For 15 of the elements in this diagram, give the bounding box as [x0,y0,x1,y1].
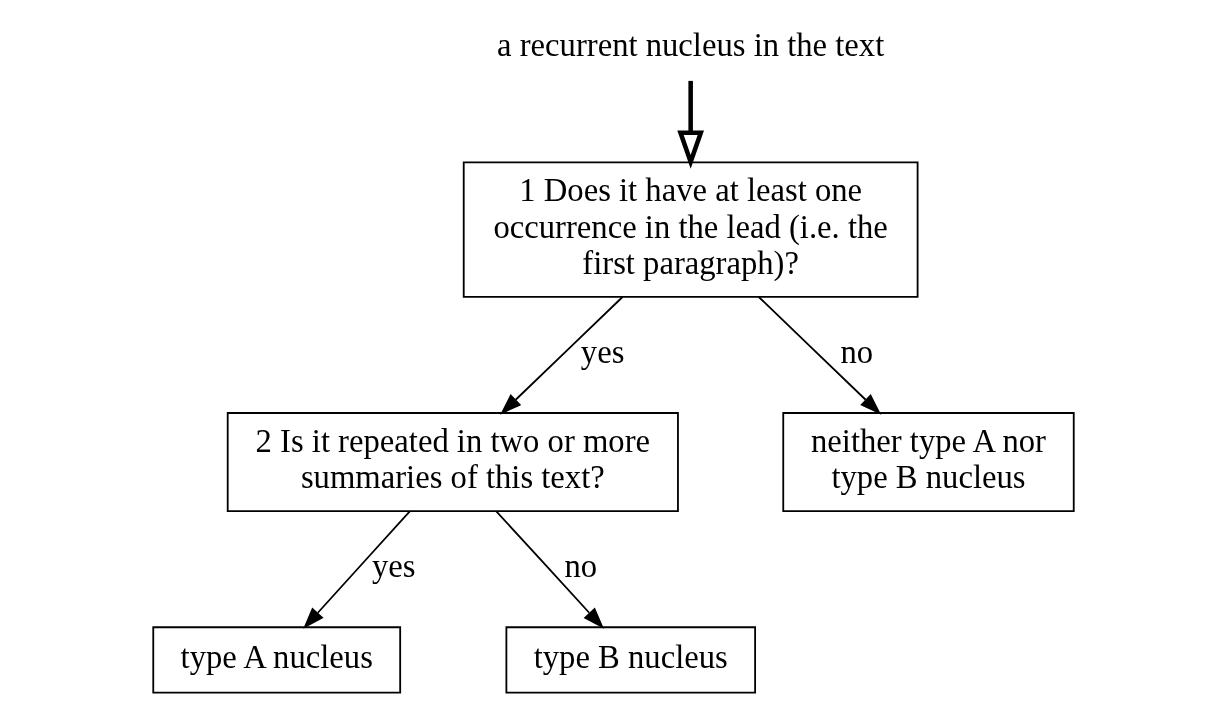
edge-label: no [564,548,598,585]
node-box: neither type A nor type B nucleus [782,412,1075,512]
node-box: type A nucleus [152,626,402,694]
arrow [757,296,882,415]
node-box: 1 Does it have at least one occurrence in the lead (i.e. the first paragraph)? [462,161,919,298]
arrow [677,80,705,169]
edge-label: yes [372,548,416,585]
edge-label: no [840,333,874,370]
arrow [495,510,604,629]
arrow [500,296,624,415]
arrow [303,510,411,629]
node-box: type B nucleus [505,626,756,694]
node-box: 2 Is it repeated in two or more summaries of this text? [226,412,679,512]
edge-label: yes [580,333,625,370]
node-text: a recurrent nucleus in the text [497,27,885,64]
